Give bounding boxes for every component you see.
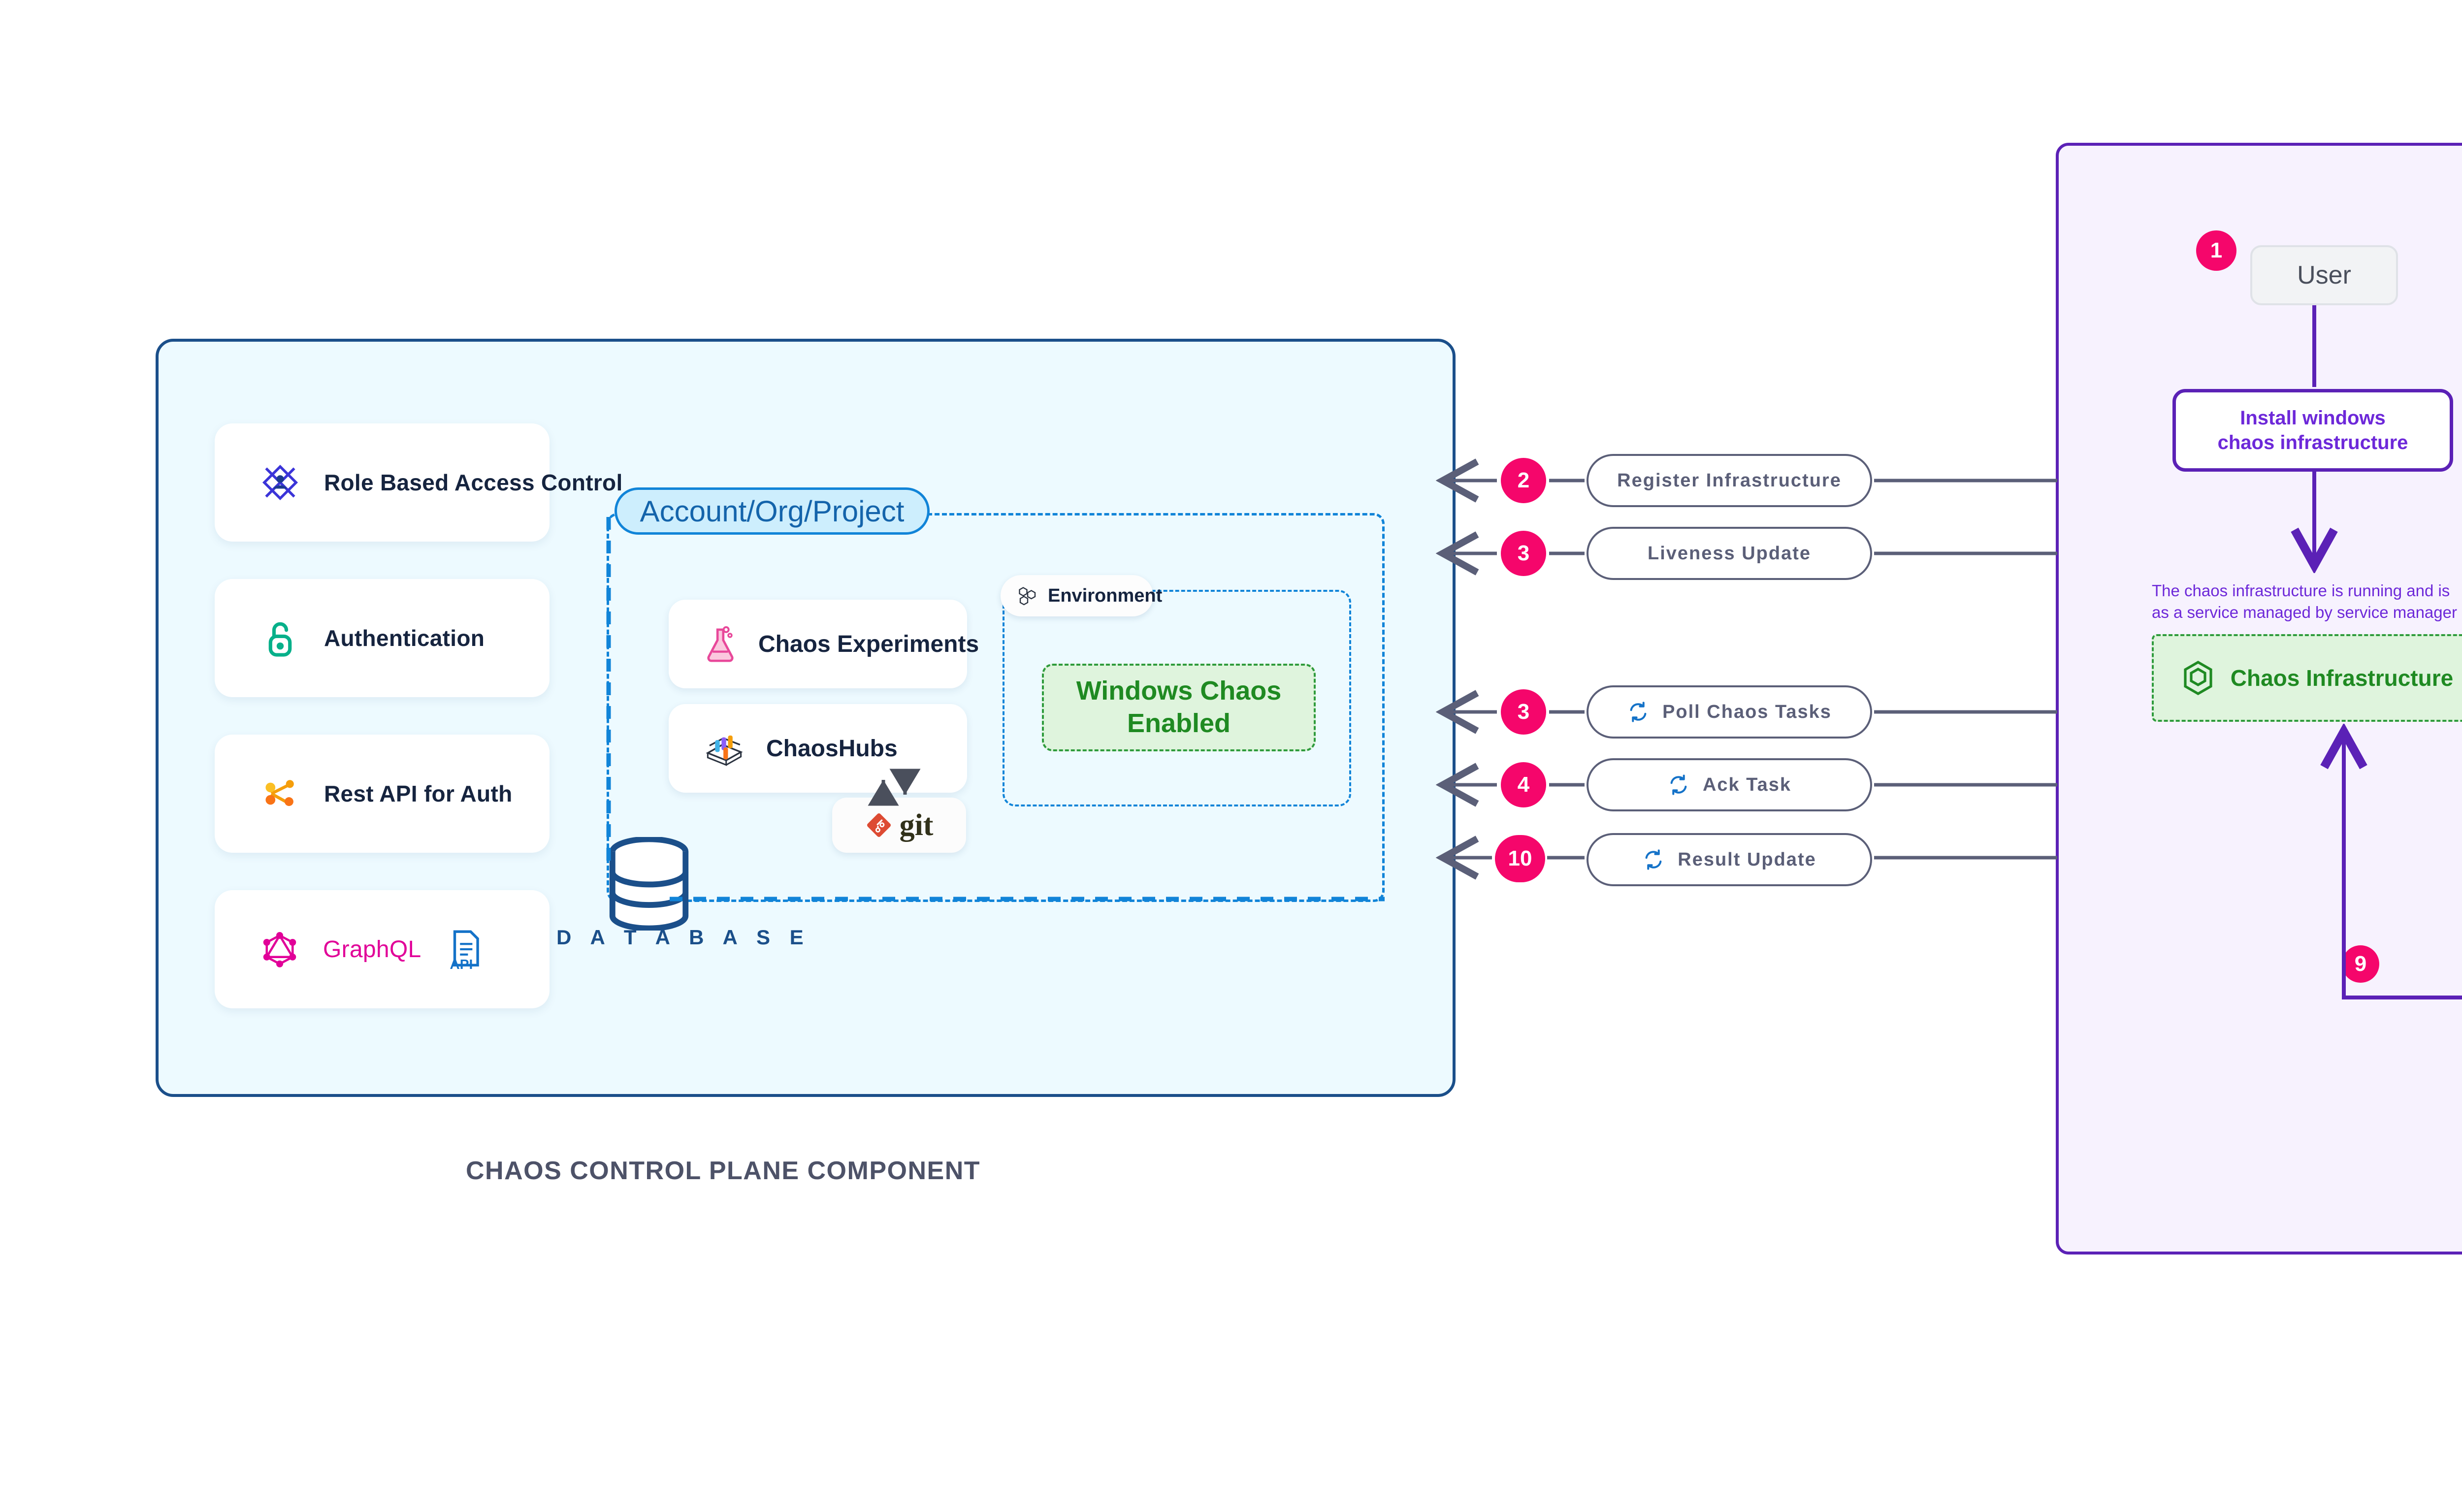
connector-label: Result Update xyxy=(1678,849,1816,870)
connector-label: Register Infrastructure xyxy=(1617,470,1842,491)
step-badge-4: 4 xyxy=(1501,762,1546,807)
feature-label: GraphQL xyxy=(323,936,421,963)
rbac-icon xyxy=(259,461,301,504)
connector-ack-task[interactable]: Ack Task xyxy=(1587,758,1872,811)
rest-api-icon xyxy=(259,772,301,815)
connector-liveness-update[interactable]: Liveness Update xyxy=(1587,527,1872,580)
git-logo-icon xyxy=(865,811,893,839)
resource-card-chaos-experiments[interactable]: Chaos Experiments xyxy=(669,600,979,688)
graphql-icon xyxy=(259,929,300,970)
feature-label: Rest API for Auth xyxy=(324,781,513,806)
chaos-infrastructure-label: Chaos Infrastructure xyxy=(2230,665,2454,691)
sync-icon xyxy=(1667,773,1690,796)
connector-result-update[interactable]: Result Update xyxy=(1587,833,1872,886)
auth-lock-icon xyxy=(259,617,301,659)
note-chaos-infra-running: The chaos infrastructure is running and … xyxy=(2152,581,2457,621)
user-box[interactable]: User xyxy=(2250,245,2398,305)
step-badge-3b: 3 xyxy=(1501,689,1546,735)
environment-boundary xyxy=(1003,590,1351,806)
step-badge-2: 2 xyxy=(1501,458,1546,503)
step-badge-10: 10 xyxy=(1495,835,1545,882)
database-label: D A T A B A S E xyxy=(556,926,810,949)
git-card[interactable]: git xyxy=(832,798,966,853)
chaos-infrastructure-box[interactable]: Chaos Infrastructure xyxy=(2152,634,2462,722)
test-tube-rack-icon xyxy=(703,730,745,767)
feature-card-rbac[interactable]: Role Based Access Control xyxy=(215,423,622,542)
environment-pill[interactable]: Environment xyxy=(1001,575,1162,616)
step-badge-1: 1 xyxy=(2196,230,2236,271)
sync-icon xyxy=(1627,701,1650,723)
connector-label: Ack Task xyxy=(1702,774,1792,795)
connector-label: Liveness Update xyxy=(1648,543,1811,564)
api-doc-icon: API xyxy=(447,928,484,972)
feature-label: Role Based Access Control xyxy=(324,470,623,495)
database-icon xyxy=(605,836,693,932)
feature-card-authentication[interactable]: Authentication xyxy=(215,579,550,697)
git-label: git xyxy=(899,808,934,842)
resource-label: ChaosHubs xyxy=(766,735,898,762)
connector-register-infrastructure[interactable]: Register Infrastructure xyxy=(1587,454,1872,507)
api-badge-label: API xyxy=(450,957,473,972)
connector-label: Poll Chaos Tasks xyxy=(1662,701,1832,722)
resource-label: Chaos Experiments xyxy=(758,631,979,657)
sync-icon xyxy=(1642,848,1665,871)
hexagon-cluster-icon xyxy=(1017,585,1038,606)
resource-card-chaoshubs[interactable]: ChaosHubs xyxy=(669,704,967,793)
control-plane-title: CHAOS CONTROL PLANE COMPONENT xyxy=(466,1157,981,1185)
environment-label: Environment xyxy=(1048,585,1163,606)
step-badge-3a: 3 xyxy=(1501,531,1546,576)
feature-label: Authentication xyxy=(324,625,485,651)
feature-card-graphql[interactable]: GraphQL API xyxy=(215,890,550,1008)
account-org-project-pill[interactable]: Account/Org/Project xyxy=(615,487,930,535)
connector-poll-chaos-tasks[interactable]: Poll Chaos Tasks xyxy=(1587,685,1872,739)
feature-card-rest-api[interactable]: Rest API for Auth xyxy=(215,735,550,853)
user-label: User xyxy=(2297,261,2351,290)
step-badge-9: 9 xyxy=(2342,945,2379,983)
harness-hexagon-icon xyxy=(2182,660,2214,696)
flask-icon xyxy=(703,625,738,663)
account-org-project-label: Account/Org/Project xyxy=(640,494,905,528)
